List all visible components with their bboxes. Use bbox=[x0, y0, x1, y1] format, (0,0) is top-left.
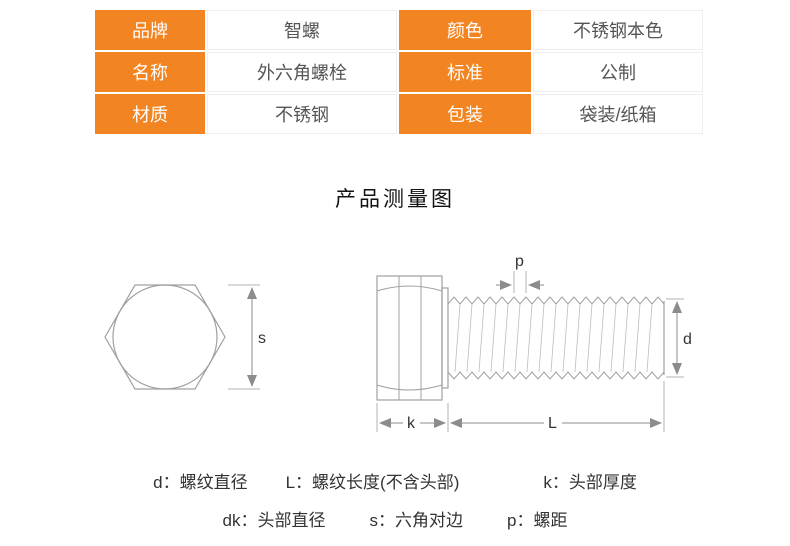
spec-label-standard: 标准 bbox=[399, 52, 531, 92]
spec-value-color: 不锈钢本色 bbox=[533, 10, 703, 50]
dimension-d-label: d bbox=[683, 331, 692, 348]
legend-s: s：六角对边 bbox=[369, 511, 464, 530]
legend-p: p：螺距 bbox=[507, 511, 568, 530]
dimension-s-label: s bbox=[258, 330, 266, 347]
spec-label-brand: 品牌 bbox=[95, 10, 205, 50]
spec-label-color: 颜色 bbox=[399, 10, 531, 50]
legend-line-1: d：螺纹直径 L：螺纹长度(不含头部) k：头部厚度 bbox=[0, 468, 790, 493]
legend-k: k：头部厚度 bbox=[543, 473, 637, 492]
hex-head-front-view: s bbox=[104, 284, 266, 390]
bolt-side-view bbox=[376, 275, 665, 401]
spec-value-package: 袋装/纸箱 bbox=[533, 94, 703, 134]
dimension-p: p bbox=[496, 253, 544, 293]
dimension-L-label: L bbox=[548, 415, 557, 432]
spec-label-package: 包装 bbox=[399, 94, 531, 134]
legend-line-2: dk：头部直径 s：六角对边 p：螺距 bbox=[0, 506, 790, 531]
dimension-L: L bbox=[450, 381, 665, 432]
spec-label-name: 名称 bbox=[95, 52, 205, 92]
section-title: 产品测量图 bbox=[335, 188, 455, 211]
dimension-p-label: p bbox=[515, 253, 524, 270]
bolt-measurement-diagram: s p d bbox=[104, 253, 692, 432]
legend-dk: dk：头部直径 bbox=[222, 511, 326, 530]
legend-L: L：螺纹长度(不含头部) bbox=[285, 473, 460, 492]
spec-value-standard: 公制 bbox=[533, 52, 703, 92]
dimension-k: k bbox=[376, 403, 449, 432]
spec-label-material: 材质 bbox=[95, 94, 205, 134]
dimension-k-label: k bbox=[407, 415, 416, 432]
spec-value-material: 不锈钢 bbox=[207, 94, 397, 134]
spec-table: 品牌 智螺 颜色 不锈钢本色 名称 外六角螺栓 标准 公制 材质 不锈钢 包装 … bbox=[95, 10, 703, 134]
dimension-d: d bbox=[666, 298, 692, 378]
legend-d: d：螺纹直径 bbox=[153, 473, 248, 492]
spec-value-name: 外六角螺栓 bbox=[207, 52, 397, 92]
spec-value-brand: 智螺 bbox=[207, 10, 397, 50]
